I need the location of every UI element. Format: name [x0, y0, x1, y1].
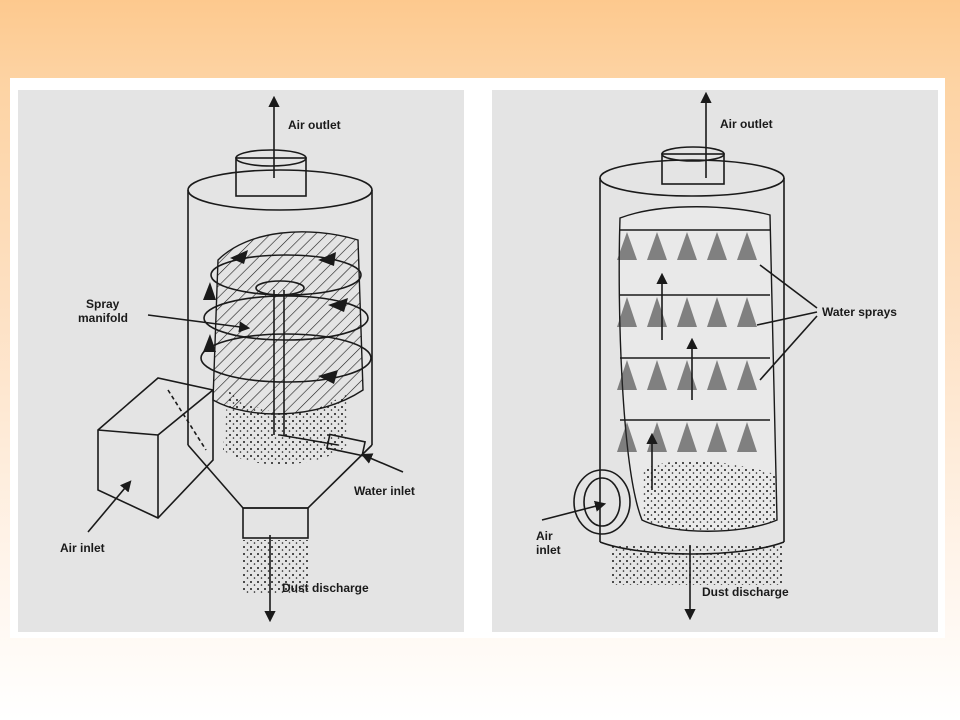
- spray-tower-diagram: Air outlet Water sprays Air inlet Dust d…: [492, 90, 938, 632]
- outlet-pipe: [661, 153, 725, 185]
- discharge-pipe: [242, 507, 309, 539]
- cylinder-top: [187, 169, 373, 211]
- label-air: Air: [536, 529, 553, 543]
- spray-manifold-pointer: [147, 314, 251, 333]
- label-dust-discharge: Dust discharge: [702, 585, 789, 599]
- dust-accumulation: [223, 390, 348, 465]
- label-air-inlet: Air inlet: [60, 541, 105, 555]
- label-dust-discharge: Dust discharge: [282, 581, 369, 595]
- tower-top: [599, 159, 785, 197]
- label-water-sprays: Water sprays: [822, 305, 897, 319]
- outlet-pipe: [235, 157, 307, 197]
- spiral-flow-2: [203, 295, 369, 341]
- slide: Air outlet Spray manifold Water inlet Ai…: [10, 78, 945, 638]
- dust-accumulation: [642, 460, 777, 532]
- dust-discharge-stream: [612, 545, 782, 585]
- air-inlet-pointer: [541, 500, 607, 521]
- label-spray: Spray: [86, 297, 120, 311]
- label-water-inlet: Water inlet: [354, 484, 415, 498]
- air-inlet-pointer: [87, 480, 132, 533]
- label-manifold: manifold: [78, 311, 128, 325]
- air-inlet-duct: [97, 377, 214, 519]
- water-sprays-pointer-3: [759, 315, 818, 381]
- cyclonic-scrubber-drawing: Air outlet Spray manifold Water inlet Ai…: [60, 95, 415, 623]
- spray-manifold-head: [255, 280, 305, 296]
- dust-discharge-stream: [243, 540, 308, 595]
- air-inlet-pipe: [573, 469, 631, 535]
- water-sprays-pointer-2: [756, 311, 818, 326]
- spray-tower-drawing: Air outlet Water sprays Air inlet Dust d…: [536, 91, 897, 621]
- label-inlet: inlet: [536, 543, 561, 557]
- label-air-outlet: Air outlet: [720, 117, 773, 131]
- spray-level-3: [617, 357, 770, 390]
- water-sprays-pointer-1: [759, 264, 818, 309]
- water-inlet-pointer: [360, 453, 404, 473]
- cyclonic-scrubber-diagram: Air outlet Spray manifold Water inlet Ai…: [18, 90, 464, 632]
- label-air-outlet: Air outlet: [288, 118, 341, 132]
- swirl-arrow: [318, 252, 336, 266]
- spray-level-2: [617, 294, 770, 327]
- spiral-flow-3: [200, 333, 372, 383]
- spray-level-1: [617, 229, 770, 260]
